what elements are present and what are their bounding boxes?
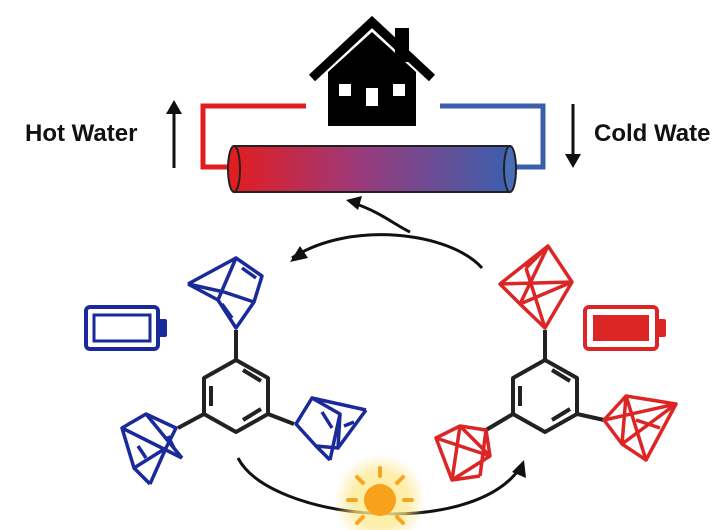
qc-substituent-left — [434, 424, 492, 482]
benzene-core-right — [484, 330, 605, 434]
heat-release-arrow — [290, 196, 484, 269]
quadricyclane-molecule — [434, 244, 678, 482]
benzene-core-left — [177, 330, 295, 434]
hot-water-label: Hot Water — [25, 120, 138, 147]
sun-icon — [334, 454, 426, 530]
house-icon — [308, 15, 436, 126]
nbd-substituent-left — [120, 412, 184, 486]
qc-substituent-top — [498, 244, 574, 330]
battery-empty-icon — [84, 305, 167, 351]
arrow-up-icon — [166, 100, 182, 168]
nbd-substituent-right — [294, 396, 368, 462]
cold-water-pipe — [440, 103, 546, 170]
nbd-substituent-top — [187, 256, 264, 330]
cold-water-label: Cold Wate — [594, 120, 711, 147]
battery-full-icon — [583, 305, 666, 351]
heat-exchanger-tank — [227, 145, 517, 193]
norbornadiene-molecule — [120, 256, 368, 486]
hot-water-pipe — [200, 103, 306, 170]
qc-substituent-right — [602, 394, 678, 462]
arrow-down-icon — [565, 104, 581, 168]
